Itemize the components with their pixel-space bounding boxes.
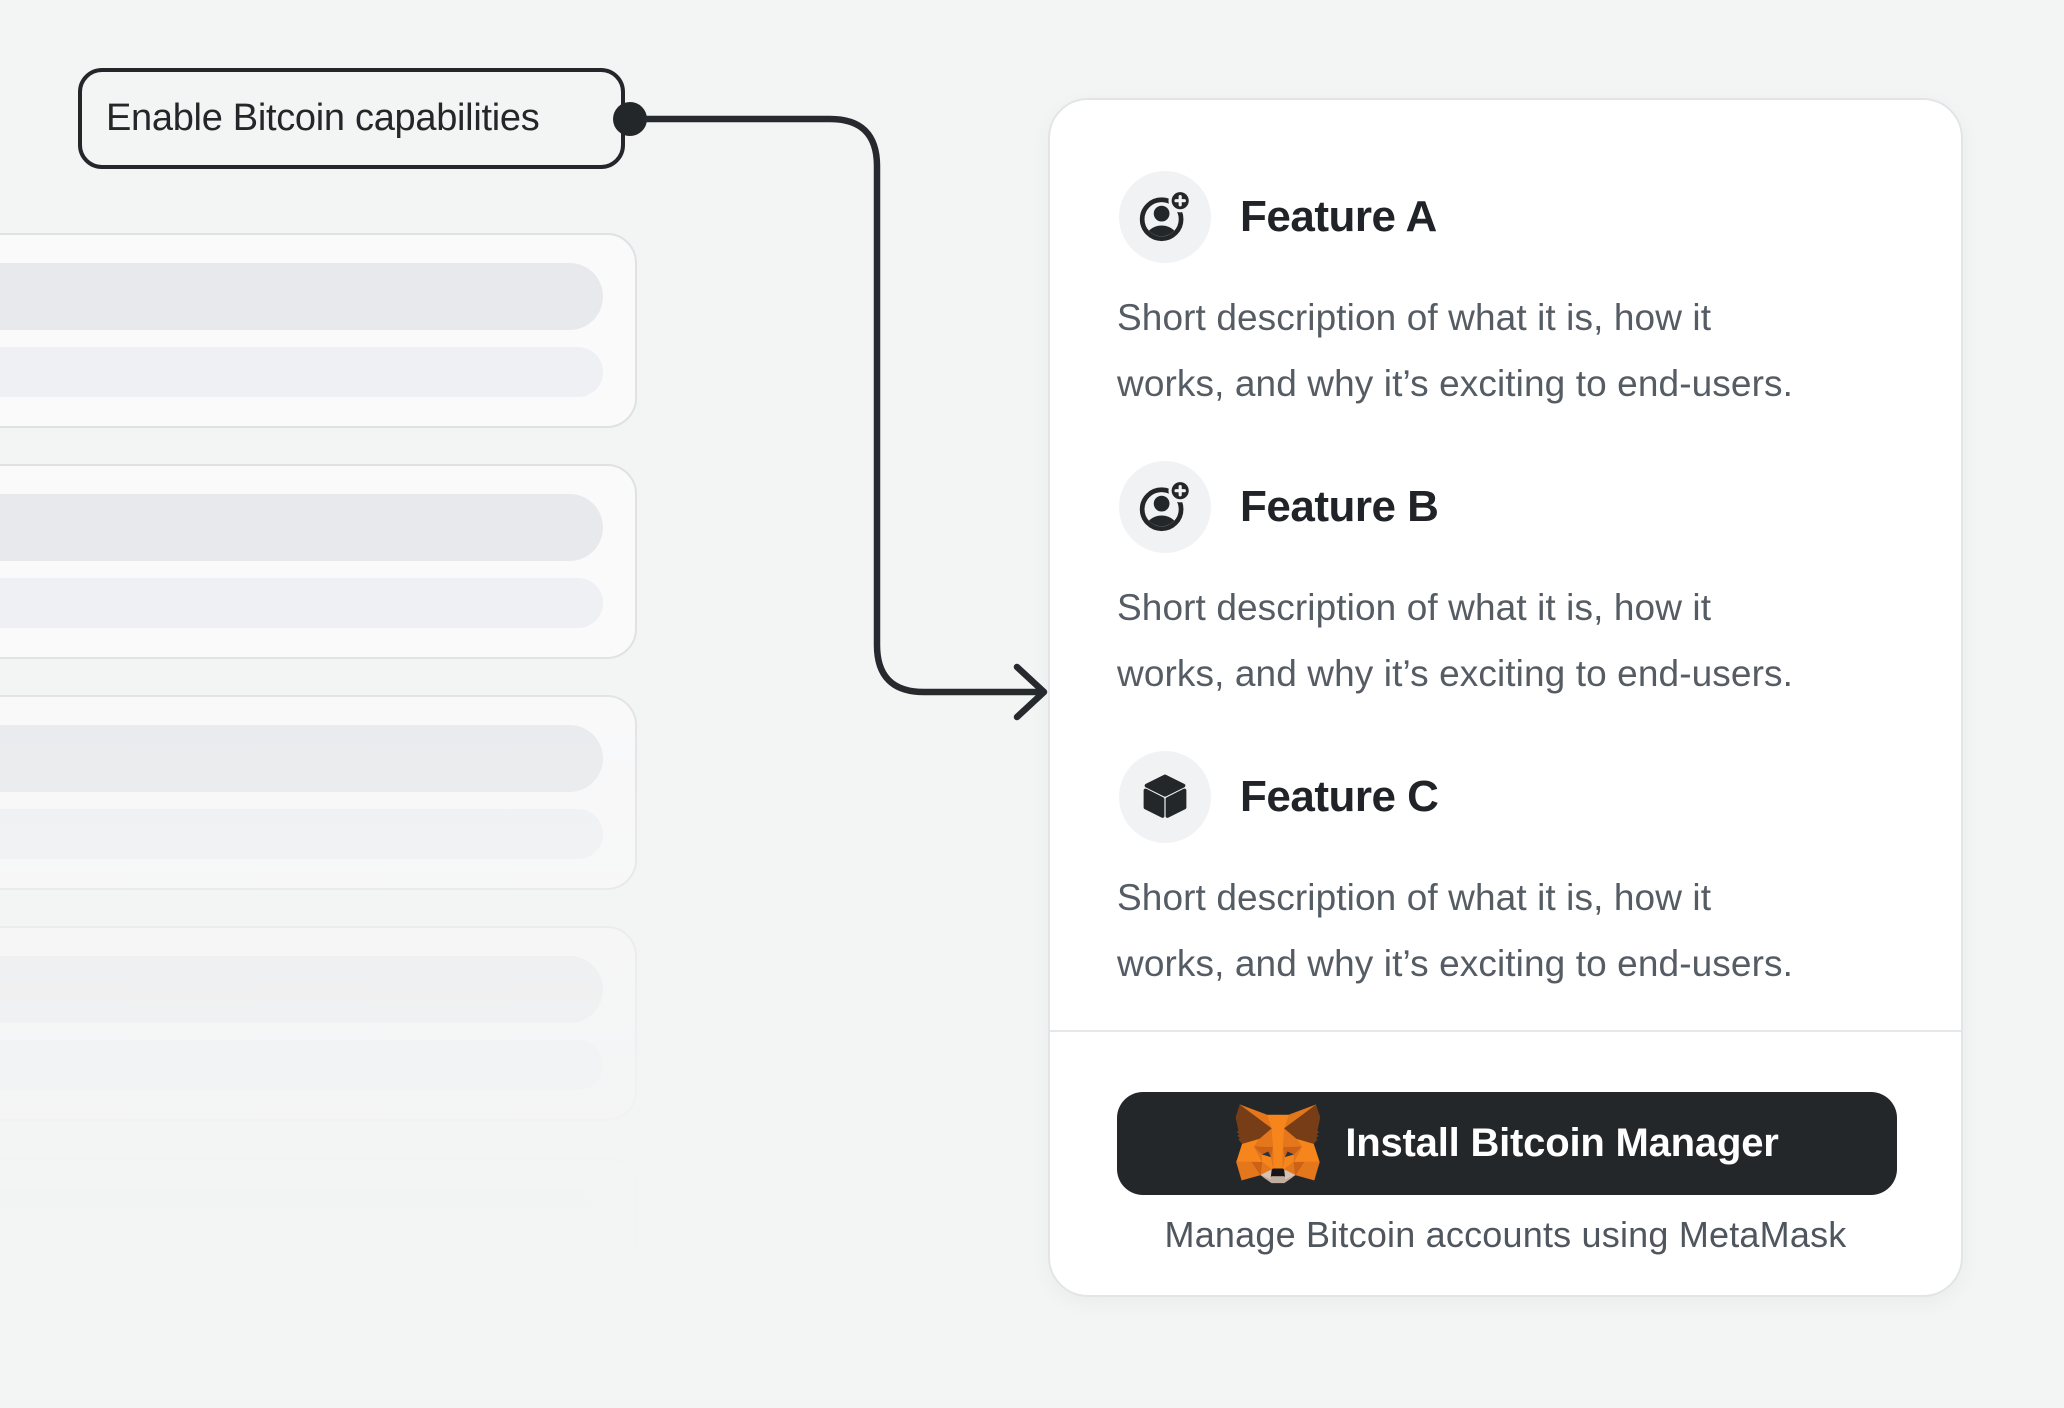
skeleton-bar <box>0 1040 603 1090</box>
install-bitcoin-manager-button[interactable]: Install Bitcoin Manager <box>1117 1092 1897 1195</box>
feature-b-title: Feature B <box>1240 482 1439 531</box>
features-card: Feature A Short description of what it i… <box>1048 98 1963 1297</box>
skeleton-bar <box>0 263 603 330</box>
annotation-callout: Enable Bitcoin capabilities <box>78 68 625 169</box>
skeleton-bar <box>0 578 603 628</box>
metamask-fox-icon <box>1235 1103 1321 1183</box>
skeleton-card <box>0 695 637 890</box>
feature-row-c: Feature C <box>1119 751 1439 843</box>
card-divider <box>1050 1030 1961 1032</box>
skeleton-card <box>0 926 637 1121</box>
skeleton-card <box>0 233 637 428</box>
feature-c-icon-circle <box>1119 751 1211 843</box>
feature-row-b: Feature B <box>1119 461 1439 553</box>
feature-b-description: Short description of what it is, how it … <box>1117 587 1793 694</box>
install-button-label: Install Bitcoin Manager <box>1345 1121 1779 1165</box>
cube-icon <box>1143 774 1187 818</box>
feature-a-icon-circle <box>1119 171 1211 263</box>
user-add-icon <box>1139 480 1192 532</box>
skeleton-bar <box>0 347 603 397</box>
feature-c-title: Feature C <box>1240 772 1439 821</box>
user-add-icon <box>1139 190 1192 242</box>
feature-a-title: Feature A <box>1240 192 1437 241</box>
skeleton-bar <box>0 1187 603 1254</box>
skeleton-bar <box>0 809 603 859</box>
feature-b-icon-circle <box>1119 461 1211 553</box>
annotation-label: Enable Bitcoin capabilities <box>106 97 540 139</box>
skeleton-card <box>0 464 637 659</box>
skeleton-card <box>0 1157 637 1352</box>
skeleton-bar <box>0 1271 603 1321</box>
skeleton-bar <box>0 494 603 561</box>
skeleton-bar <box>0 956 603 1023</box>
skeleton-bar <box>0 725 603 792</box>
arrowhead-icon <box>1013 663 1048 721</box>
cta-caption: Manage Bitcoin accounts using MetaMask <box>1164 1214 1847 1255</box>
feature-row-a: Feature A <box>1119 171 1437 263</box>
feature-a-description: Short description of what it is, how it … <box>1117 297 1793 404</box>
feature-c-description: Short description of what it is, how it … <box>1117 877 1793 984</box>
